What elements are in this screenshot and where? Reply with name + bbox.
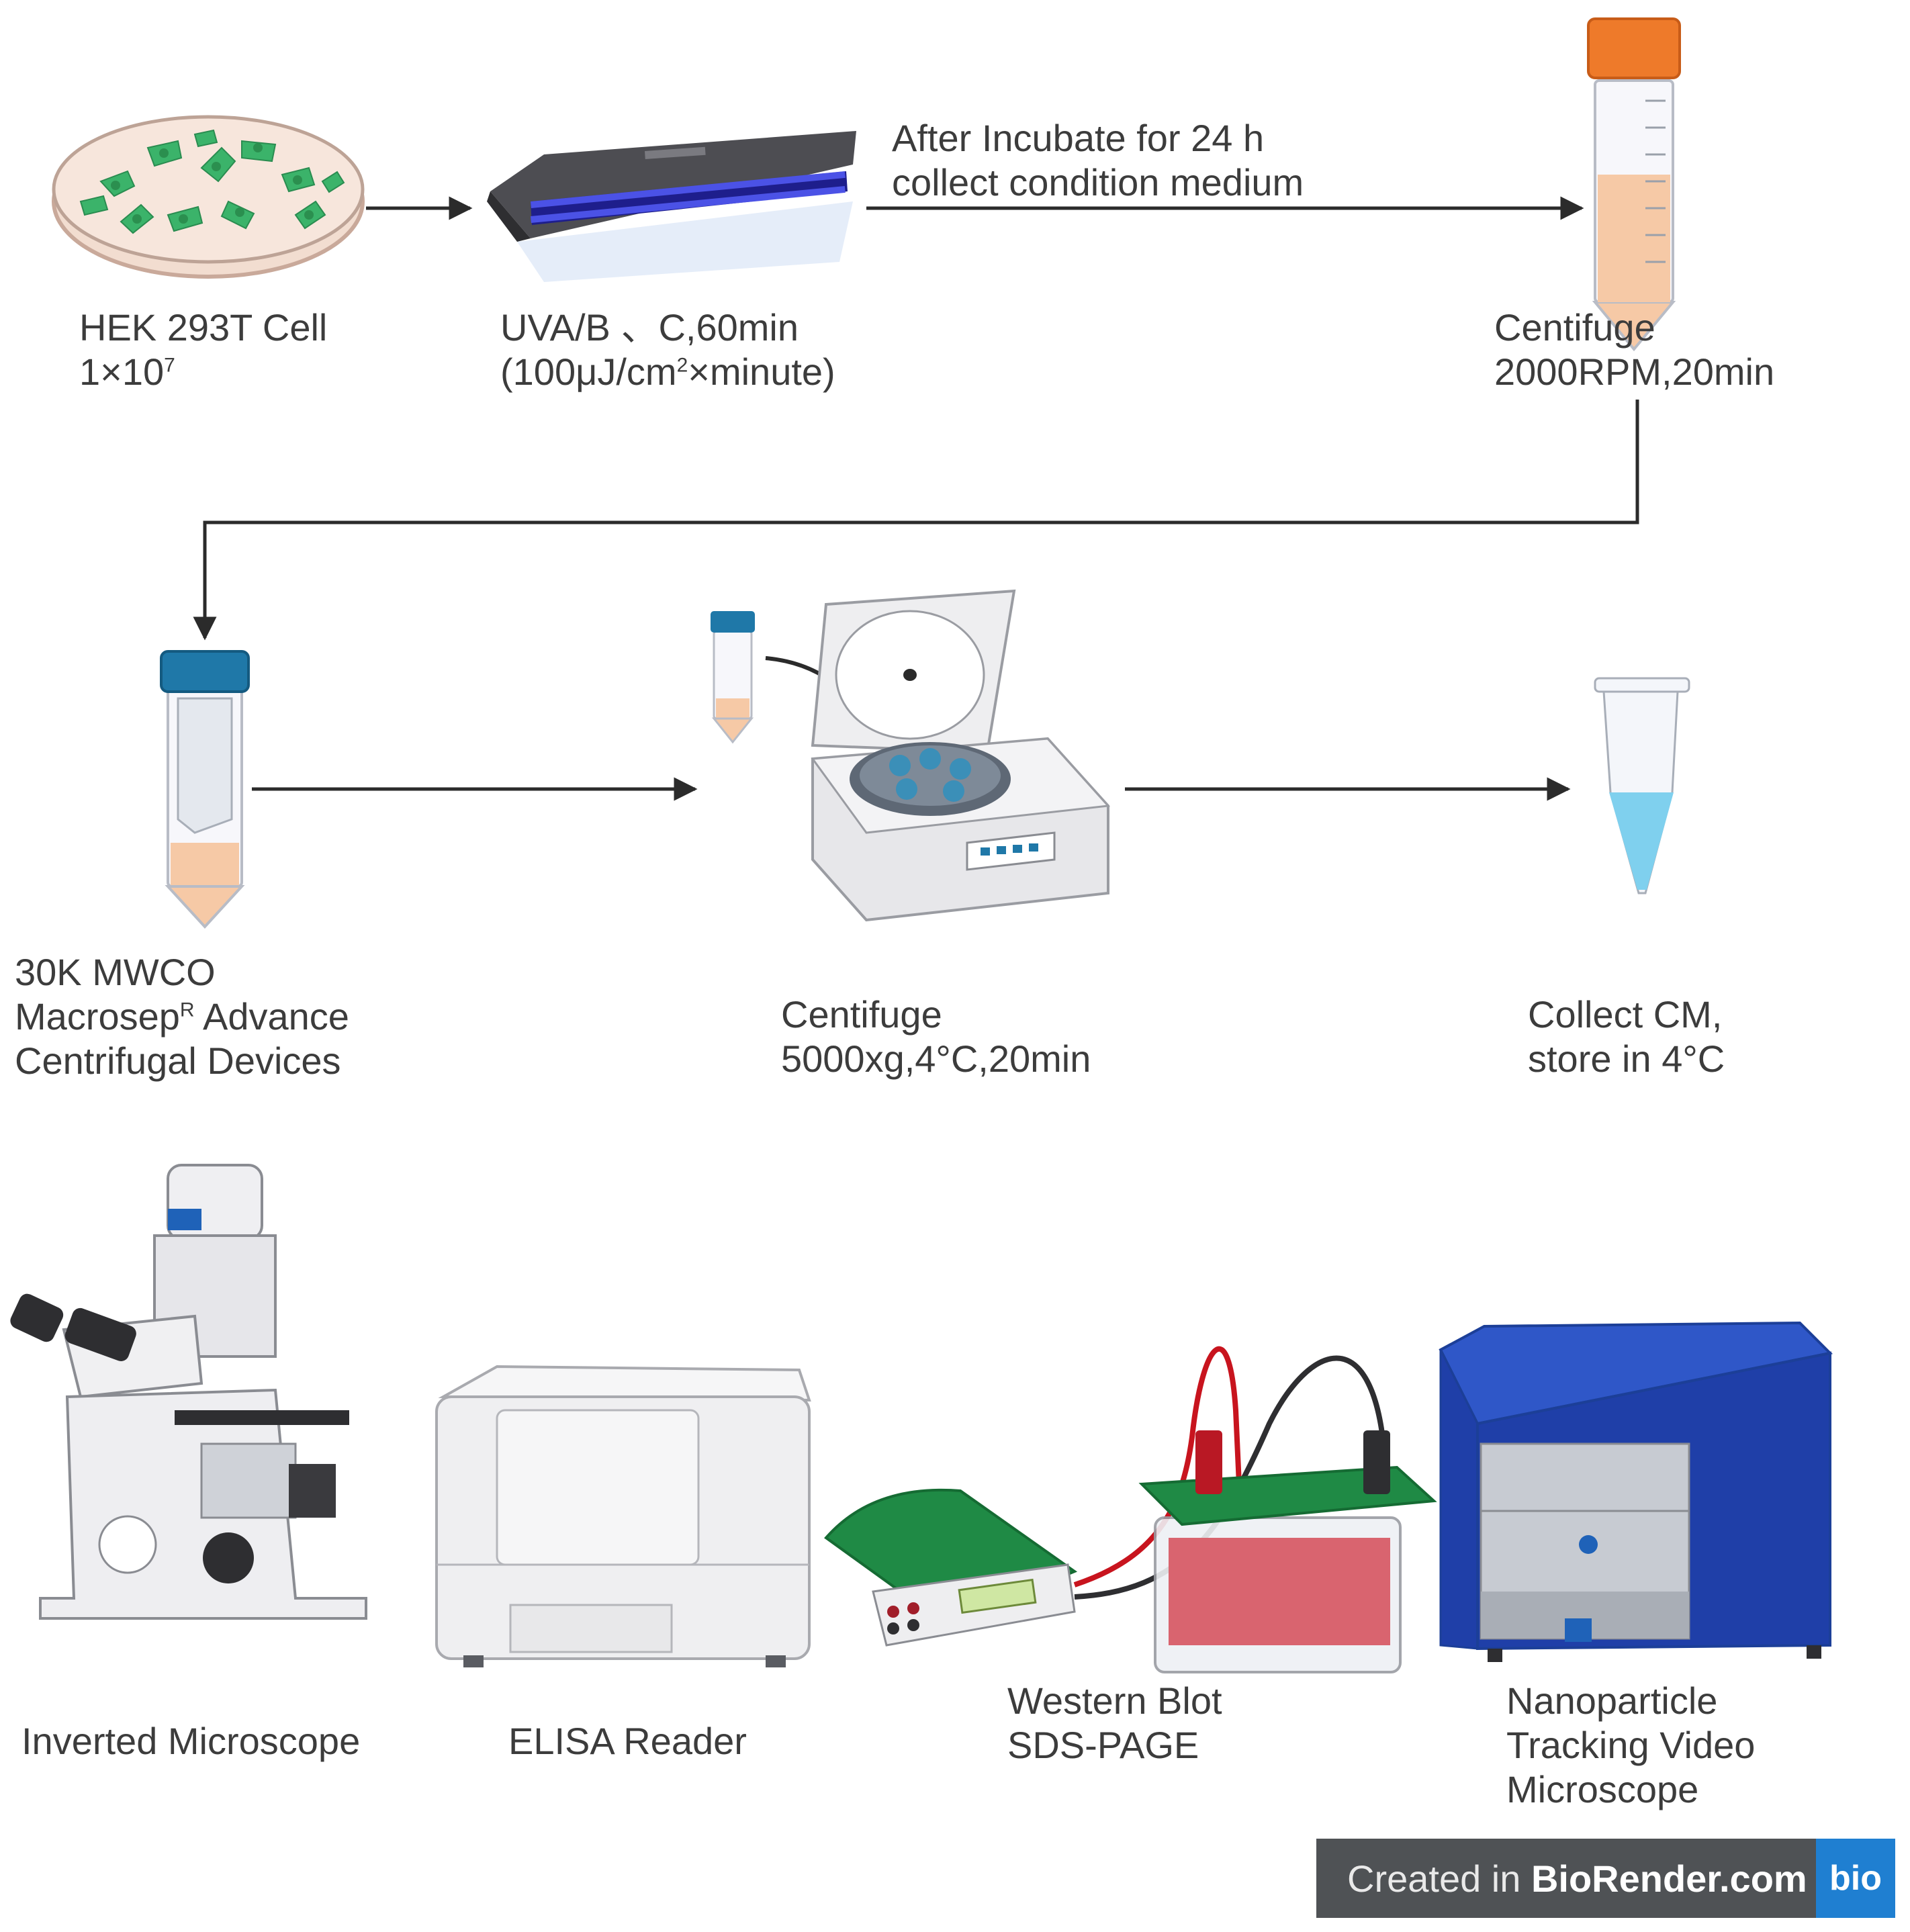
- biorender-badge[interactable]: Created in BioRender.com bio: [1316, 1839, 1895, 1918]
- petri-dish-icon: [52, 115, 365, 279]
- badge-brand: BioRender.com: [1531, 1857, 1807, 1900]
- microscope-label: Inverted Microscope: [21, 1720, 361, 1762]
- collect-label: Collect CM, store in 4°C: [1528, 993, 1725, 1080]
- centrifuge1-label: Centifuge 2000RPM,20min: [1494, 306, 1775, 393]
- gel-tank-icon: [1073, 1346, 1437, 1673]
- western-label: Western Blot SDS-PAGE: [1007, 1680, 1222, 1766]
- microtube-icon: [1594, 677, 1690, 894]
- uv-lamp-icon: [487, 131, 856, 282]
- macrosep-label: 30K MWCO MacrosepR Advance Centrifugal D…: [15, 951, 349, 1082]
- centrifuge-icon: [811, 589, 1111, 922]
- elisa-reader-icon: [435, 1365, 811, 1667]
- hek-cell-label: HEK 293T Cell 1×107: [79, 306, 328, 393]
- conical-tube-icon: [1587, 17, 1681, 352]
- microscope-icon: [10, 1164, 367, 1620]
- nta-instrument-icon: [1439, 1321, 1833, 1662]
- arrow-tube-to-filter: [193, 400, 1639, 641]
- filter-tube-icon: [160, 650, 250, 929]
- biorender-logo-icon: bio: [1816, 1839, 1895, 1918]
- incubate-label: After Incubate for 24 h collect conditio…: [892, 117, 1304, 203]
- nta-label: Nanoparticle Tracking Video Microscope: [1506, 1680, 1756, 1810]
- centrifuge2-label: Centifuge 5000xg,4°C,20min: [781, 993, 1091, 1080]
- badge-prefix: Created in: [1347, 1857, 1531, 1900]
- small-tube-icon: [711, 611, 755, 744]
- uv-label: UVA/B 、C,60min (100μJ/cm2×minute): [500, 306, 835, 393]
- power-supply-icon: [824, 1488, 1078, 1647]
- elisa-label: ELISA Reader: [508, 1720, 747, 1762]
